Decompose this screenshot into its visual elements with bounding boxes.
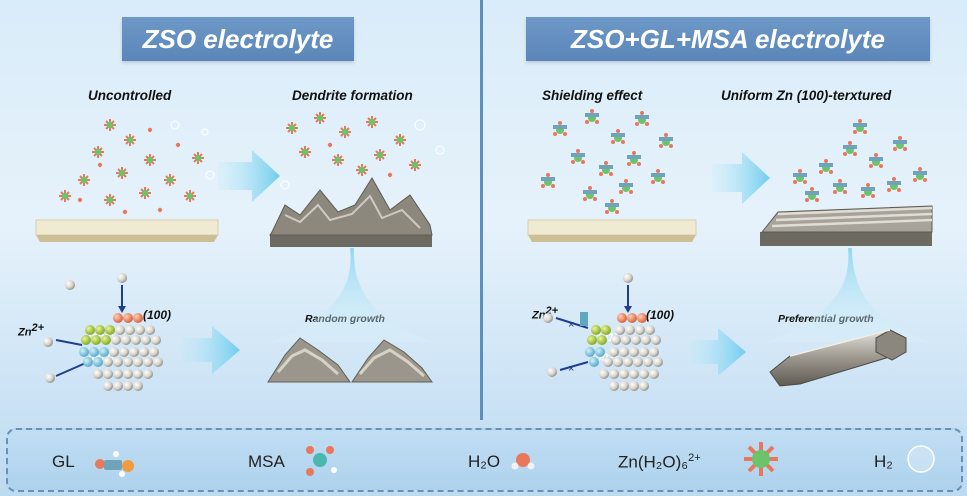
- legend-h2-label: H₂: [874, 452, 893, 471]
- legend-water-label: H₂O: [468, 452, 501, 471]
- water-molecule-icon: [511, 453, 535, 470]
- right-zoom-funnel: [766, 248, 930, 342]
- label-uniform-zn-100: Uniform Zn (100)-terxtured: [721, 88, 892, 103]
- hexagonal-zn-rod: [769, 329, 907, 387]
- label-dendrite-formation: Dendrite formation: [292, 88, 413, 103]
- msa-molecule-icon: [306, 446, 337, 476]
- facet-100-label-right: (100): [646, 308, 675, 322]
- svg-text:×: ×: [568, 363, 574, 375]
- right-process-arrow-top: [712, 152, 770, 204]
- gl-molecule-icon: [95, 451, 134, 477]
- label-uncontrolled: Uncontrolled: [88, 88, 172, 103]
- left-substrate: [35, 219, 219, 236]
- right-process-arrow-bottom: [690, 328, 746, 376]
- left-process-arrow-top: [218, 150, 280, 202]
- left-zn-crystal: [43, 273, 163, 391]
- legend-box: GL MSA H₂O Zn(H₂O)₆2+ H₂: [6, 428, 963, 492]
- random-growth-piles: [267, 337, 433, 383]
- zn-ion-label: Zn2+: [18, 322, 44, 339]
- right-ion-cloud: [541, 109, 673, 214]
- svg-text:×: ×: [568, 319, 574, 331]
- left-ion-cloud: [58, 118, 215, 215]
- textured-electrode: [760, 119, 933, 246]
- left-zoom-funnel: [270, 248, 432, 342]
- right-substrate: [527, 219, 697, 236]
- dendrite-electrode: [269, 111, 445, 247]
- legend-gl-label: GL: [52, 452, 75, 471]
- left-panel-title: ZSO electrolyte: [122, 17, 354, 61]
- diagram-graphics: × ×: [35, 109, 933, 391]
- hydrated-zinc-icon: [744, 442, 778, 476]
- facet-100-label: (100): [143, 308, 172, 322]
- legend-hydrated-zn-label: Zn(H₂O)₆2+: [618, 452, 701, 472]
- panel-divider: [480, 0, 483, 420]
- hydrogen-bubble-icon: [907, 445, 935, 473]
- left-process-arrow-bottom: [182, 326, 240, 374]
- right-zn-crystal: × ×: [543, 273, 663, 391]
- right-panel-title: ZSO+GL+MSA electrolyte: [526, 17, 930, 61]
- label-shielding-effect: Shielding effect: [542, 88, 643, 103]
- legend-msa-label: MSA: [248, 452, 285, 471]
